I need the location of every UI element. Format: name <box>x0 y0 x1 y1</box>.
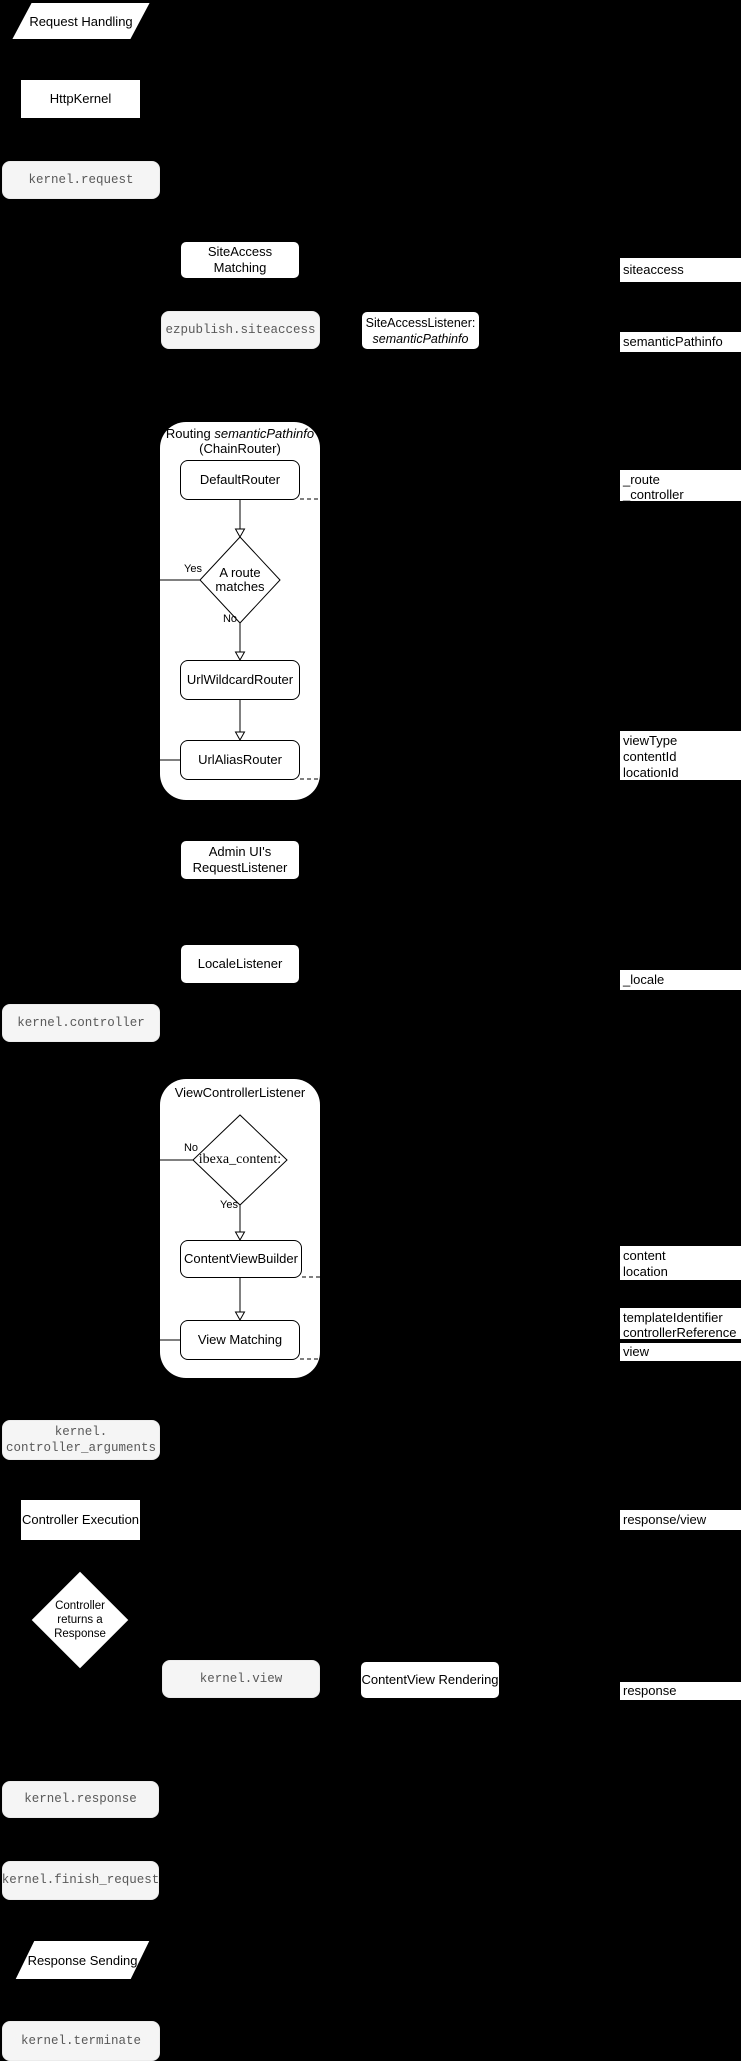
annotation-location-id: locationId <box>623 765 679 780</box>
request-handling-label: Request Handling <box>29 13 133 29</box>
kernel-request-event: kernel.request <box>2 161 160 199</box>
annotation-template-identifier: templateIdentifier <box>623 1310 723 1325</box>
annotation-content: content <box>623 1248 666 1263</box>
siteaccess-matching-box: SiteAccess Matching <box>180 241 300 279</box>
arrowhead-contentviewbuilder <box>234 1231 246 1242</box>
ibexa-content-label: ibexa_content: <box>198 1152 282 1167</box>
annotation-route: _route <box>623 472 660 487</box>
ibexa-content-yes-label: Yes <box>220 1199 238 1211</box>
arrowhead-urlwildcardrouter <box>234 651 246 662</box>
routing-title-line2: (ChainRouter) <box>199 440 281 456</box>
annotation-response-view: response/view <box>620 1510 741 1530</box>
ibexa-content-no-label: No <box>183 1142 198 1154</box>
admin-ui-request-listener-box: Admin UI's RequestListener <box>180 840 300 880</box>
request-handling-shape: Request Handling <box>12 3 150 39</box>
ezpublish-siteaccess-event: ezpublish.siteaccess <box>161 311 320 349</box>
url-alias-router-box: UrlAliasRouter <box>180 740 300 780</box>
annotation-locale: _locale <box>620 970 741 990</box>
content-view-rendering-box: ContentView Rendering <box>360 1661 500 1699</box>
kernel-controller-event: kernel.controller <box>2 1004 160 1042</box>
controller-returns-response-label: Controller returns a Response <box>31 1599 129 1641</box>
annotation-view-content-location: viewType contentId locationId <box>620 731 741 780</box>
arrowhead-viewmatching <box>234 1311 246 1322</box>
kernel-view-event: kernel.view <box>162 1660 320 1698</box>
response-sending-label: Response Sending <box>27 1952 138 1968</box>
kernel-response-event: kernel.response <box>2 1781 159 1818</box>
kernel-finish-request-event: kernel.finish_request <box>2 1861 159 1900</box>
routing-container-title: Routing semanticPathinfo (ChainRouter) <box>160 426 320 456</box>
view-controller-container-title: ViewControllerListener <box>174 1085 306 1100</box>
kernel-terminate-event: kernel.terminate <box>2 2021 160 2061</box>
controller-returns-line1: Controller <box>55 1600 105 1612</box>
admin-ui-line1: Admin UI's <box>208 844 272 859</box>
routing-title-prefix: Routing <box>165 426 215 441</box>
http-kernel-box: HttpKernel <box>21 80 140 118</box>
controller-returns-line3: Response <box>54 1628 106 1640</box>
default-router-box: DefaultRouter <box>180 460 300 500</box>
route-matches-yes-label: Yes <box>184 563 202 575</box>
route-matches-diamond <box>199 536 281 624</box>
annotation-controller-reference: controllerReference <box>623 1325 737 1340</box>
siteaccess-listener-box: SiteAccessListener: semanticPathinfo <box>361 311 480 350</box>
annotation-controller: _controller <box>623 487 684 502</box>
view-matching-box: View Matching <box>180 1320 300 1360</box>
annotation-response: response <box>620 1682 741 1700</box>
annotation-route-controller: _route _controller <box>620 470 741 502</box>
annotation-template-controller-ref: templateIdentifier controllerReference <box>620 1308 741 1340</box>
annotation-semantic-pathinfo: semanticPathinfo <box>620 332 741 352</box>
routing-title-line1: Routing semanticPathinfo <box>160 426 320 442</box>
route-matches-line2: matches <box>215 579 265 594</box>
arrowhead-urlaliasrouter <box>234 731 246 742</box>
url-wildcard-router-box: UrlWildcardRouter <box>180 660 300 700</box>
kernel-controller-arguments-line2: controller_arguments <box>5 1441 157 1455</box>
annotation-view-type: viewType <box>623 733 678 748</box>
admin-ui-line2: RequestListener <box>192 860 288 875</box>
controller-returns-response-diamond <box>30 1570 130 1670</box>
content-view-builder-box: ContentViewBuilder <box>180 1240 302 1278</box>
siteaccess-listener-line1: SiteAccessListener: <box>365 315 476 330</box>
siteaccess-listener-line2: semanticPathinfo <box>372 331 469 346</box>
annotation-content-id: contentId <box>623 749 677 764</box>
controller-returns-line2: returns a <box>57 1614 103 1626</box>
response-sending-shape: Response Sending <box>15 1941 150 1979</box>
kernel-controller-arguments-event: kernel. controller_arguments <box>2 1420 160 1460</box>
arrowhead-decision <box>234 528 246 539</box>
annotation-view: view <box>620 1343 741 1361</box>
route-matches-no-label: No <box>222 613 237 625</box>
routing-title-italic: semanticPathinfo <box>214 426 315 441</box>
route-matches-label: A route matches <box>200 566 280 594</box>
locale-listener-box: LocaleListener <box>180 944 300 984</box>
controller-execution-box: Controller Execution <box>21 1500 140 1540</box>
annotation-location: location <box>623 1264 668 1279</box>
kernel-controller-arguments-line1: kernel. <box>54 1425 108 1439</box>
annotation-content-location: content location <box>620 1246 741 1280</box>
route-matches-line1: A route <box>219 565 261 580</box>
ibexa-content-diamond <box>192 1114 288 1206</box>
annotation-siteaccess: siteaccess <box>620 258 741 282</box>
